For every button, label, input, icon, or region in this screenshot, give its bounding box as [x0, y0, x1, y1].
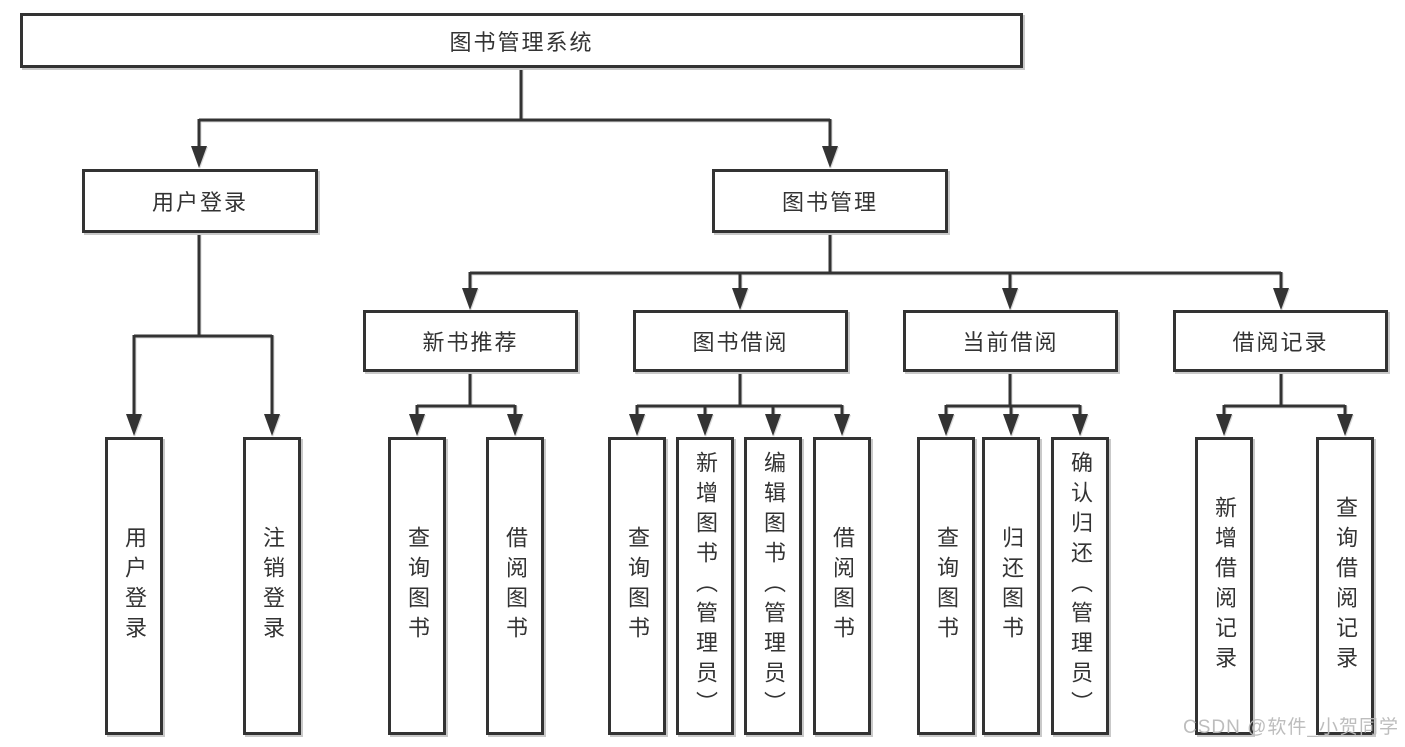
group-borrow-records: 借阅记录	[1173, 310, 1388, 372]
leaf-return-book: 归还图书	[982, 437, 1040, 735]
leaf-query-books-current: 查询图书	[917, 437, 975, 735]
leaf-user-login-label: 用户登录	[122, 526, 147, 646]
arrow-g3-confirm-return	[1072, 414, 1088, 436]
leaf-query-borrow-record-label: 查询借阅记录	[1333, 496, 1358, 676]
arrow-to-leaf-user-login	[126, 414, 142, 436]
leaf-borrow-books-recommend-label: 借阅图书	[503, 526, 528, 646]
group-current-borrow: 当前借阅	[903, 310, 1118, 372]
leaf-borrow-books-label: 借阅图书	[830, 526, 855, 646]
arrow-to-new-book-recommend	[462, 288, 478, 310]
arrow-to-book-management	[822, 146, 838, 168]
leaf-logout-label: 注销登录	[260, 526, 285, 646]
leaf-confirm-return-admin-label: 确认归还（管理员）	[1068, 451, 1093, 721]
branch-user-login: 用户登录	[82, 169, 318, 233]
leaf-borrow-books-recommend: 借阅图书	[486, 437, 544, 735]
node-root: 图书管理系统	[20, 13, 1023, 68]
leaf-add-book-admin: 新增图书（管理员）	[676, 437, 734, 735]
arrow-g1-query-books	[409, 414, 425, 436]
arrow-to-book-borrow	[732, 288, 748, 310]
group-new-book-recommend: 新书推荐	[363, 310, 578, 372]
arrow-to-leaf-logout	[264, 414, 280, 436]
leaf-query-books-borrow: 查询图书	[608, 437, 666, 735]
arrow-g2-query-books	[629, 414, 645, 436]
arrow-g2-edit-book	[765, 414, 781, 436]
arrow-to-current-borrow	[1002, 288, 1018, 310]
leaf-user-login: 用户登录	[105, 437, 163, 735]
leaf-edit-book-admin-label: 编辑图书（管理员）	[761, 451, 786, 721]
leaf-logout: 注销登录	[243, 437, 301, 735]
leaf-query-borrow-record: 查询借阅记录	[1316, 437, 1374, 735]
arrow-g2-add-book	[697, 414, 713, 436]
leaf-query-books-borrow-label: 查询图书	[625, 526, 650, 646]
leaf-add-book-admin-label: 新增图书（管理员）	[693, 451, 718, 721]
leaf-add-borrow-record: 新增借阅记录	[1195, 437, 1253, 735]
branch-book-management: 图书管理	[712, 169, 948, 233]
arrow-to-user-login	[191, 146, 207, 168]
csdn-watermark: CSDN @软件_小贺同学	[1183, 717, 1399, 738]
arrow-g3-return-book	[1003, 414, 1019, 436]
arrow-g1-borrow-books	[507, 414, 523, 436]
arrow-to-borrow-records	[1273, 288, 1289, 310]
arrow-g4-add-record	[1216, 414, 1232, 436]
leaf-query-books-recommend-label: 查询图书	[405, 526, 430, 646]
leaf-query-books-recommend: 查询图书	[388, 437, 446, 735]
arrowheads	[126, 146, 1353, 436]
arrow-g4-query-record	[1337, 414, 1353, 436]
leaf-return-book-label: 归还图书	[999, 526, 1024, 646]
leaf-query-books-current-label: 查询图书	[934, 526, 959, 646]
leaf-borrow-books: 借阅图书	[813, 437, 871, 735]
group-book-borrow: 图书借阅	[633, 310, 848, 372]
arrow-g3-query-books	[938, 414, 954, 436]
arrow-g2-borrow-books	[834, 414, 850, 436]
leaf-add-borrow-record-label: 新增借阅记录	[1212, 496, 1237, 676]
leaf-confirm-return-admin: 确认归还（管理员）	[1051, 437, 1109, 735]
leaf-edit-book-admin: 编辑图书（管理员）	[744, 437, 802, 735]
